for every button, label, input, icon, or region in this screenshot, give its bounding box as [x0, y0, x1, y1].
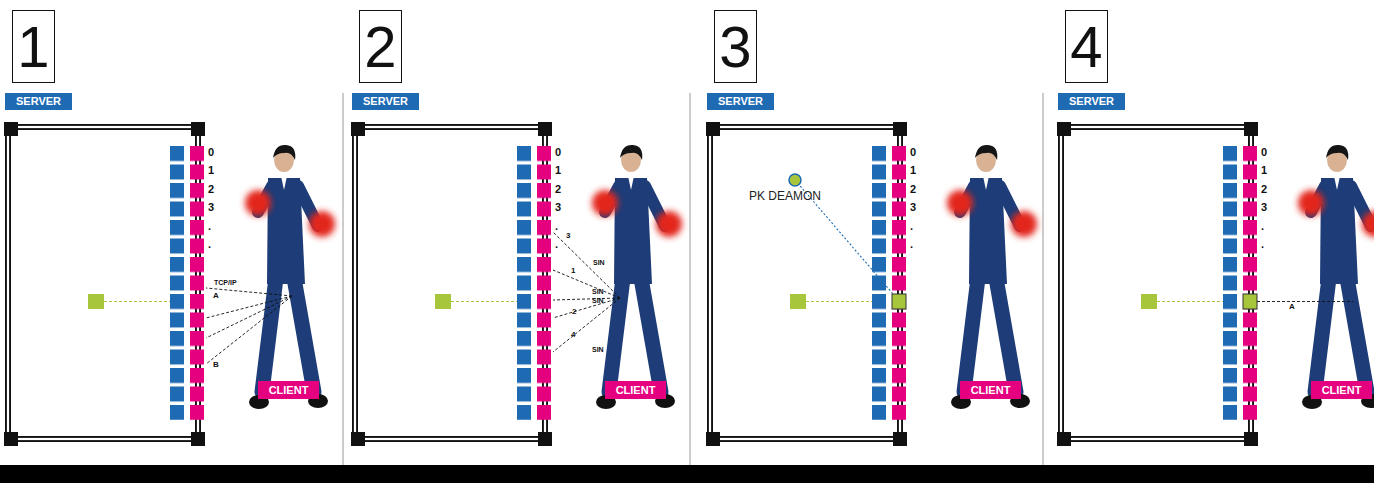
step-number: 2: [364, 18, 396, 76]
port-number: .: [555, 239, 558, 250]
line-label: SIN: [593, 259, 605, 266]
port-number: 2: [555, 184, 561, 195]
connection-line: [206, 296, 292, 338]
line-label: SIN: [592, 297, 604, 304]
port-number: .: [910, 221, 913, 232]
server-tag: SERVER: [352, 93, 419, 110]
panel-separator: [343, 93, 344, 465]
port-number: 0: [1261, 147, 1267, 158]
established-link: [1243, 294, 1353, 309]
syn-line: [553, 298, 620, 352]
port-number: .: [1261, 221, 1264, 232]
port-number: .: [208, 221, 211, 232]
server-tag: SERVER: [1058, 93, 1125, 110]
daemon-circle-art: [788, 173, 802, 187]
port-number: 2: [1261, 184, 1267, 195]
client-label: CLIENT: [971, 385, 1011, 396]
step-number: 4: [1070, 18, 1102, 76]
server-label: SERVER: [16, 96, 61, 107]
bottom-bar: [0, 465, 1374, 483]
line-label: 2: [572, 308, 576, 316]
port-number: 1: [1261, 165, 1267, 176]
panel-separator: [1043, 93, 1044, 465]
connection-line: [1257, 301, 1353, 302]
port-number: 0: [555, 147, 561, 158]
port-number: 3: [208, 202, 214, 213]
daemon-node: PK DEAMON: [788, 173, 802, 187]
line-label: 3: [566, 232, 570, 240]
step-number: 3: [719, 18, 751, 76]
server-panel: [351, 122, 682, 446]
line-label: TCP/IP: [214, 279, 237, 286]
daemon-circle: [789, 174, 801, 186]
bound-port: [1243, 294, 1257, 309]
client-label: CLIENT: [269, 385, 309, 396]
connection-line: [206, 288, 292, 296]
panel-separator: [690, 93, 691, 465]
port-number: .: [555, 221, 558, 232]
port-number: 3: [1261, 202, 1267, 213]
server-panel: [4, 122, 335, 446]
port-number: 1: [208, 165, 214, 176]
step-number: 1: [17, 18, 49, 76]
line-label: SIN: [592, 288, 604, 295]
port-number: .: [1261, 239, 1264, 250]
port-number: 0: [910, 147, 916, 158]
connection-line: [206, 296, 292, 318]
line-label: A: [213, 292, 219, 300]
client-tag: CLIENT: [960, 381, 1021, 399]
line-label: 1: [571, 267, 575, 275]
server-label: SERVER: [718, 96, 763, 107]
port-number: 1: [555, 165, 561, 176]
server-label: SERVER: [1069, 96, 1114, 107]
server-panel: [1057, 122, 1374, 446]
port-number: .: [208, 239, 211, 250]
line-label: 4: [571, 331, 575, 339]
syn-line: [553, 298, 620, 300]
port-number: .: [910, 239, 913, 250]
server-panel: [706, 122, 1037, 446]
step-number-box: 4: [1065, 10, 1108, 83]
syn-line: [553, 298, 620, 318]
syn-line: [553, 270, 620, 298]
client-tag: CLIENT: [605, 381, 666, 399]
server-tag: SERVER: [707, 93, 774, 110]
port-number: 2: [208, 184, 214, 195]
connection-lines: [206, 288, 292, 364]
client-tag: CLIENT: [1311, 381, 1372, 399]
client-label: CLIENT: [1322, 385, 1362, 396]
port-number: 1: [910, 165, 916, 176]
bound-port: [892, 294, 906, 309]
syn-lines: [553, 232, 620, 352]
step-number-box: 3: [714, 10, 757, 83]
port-number: 0: [208, 147, 214, 158]
port-number: 3: [910, 202, 916, 213]
port-number: 3: [555, 202, 561, 213]
daemon-label: PK DEAMON: [725, 189, 845, 203]
line-label: B: [213, 361, 219, 369]
step-number-box: 1: [12, 10, 55, 83]
line-label: A: [1289, 303, 1295, 311]
server-tag: SERVER: [5, 93, 72, 110]
client-tag: CLIENT: [258, 381, 319, 399]
step-number-box: 2: [359, 10, 402, 83]
server-label: SERVER: [363, 96, 408, 107]
syn-line: [553, 232, 620, 298]
line-label: SIN: [592, 346, 604, 353]
connection-line: [206, 296, 292, 364]
port-number: 2: [910, 184, 916, 195]
client-label: CLIENT: [616, 385, 656, 396]
